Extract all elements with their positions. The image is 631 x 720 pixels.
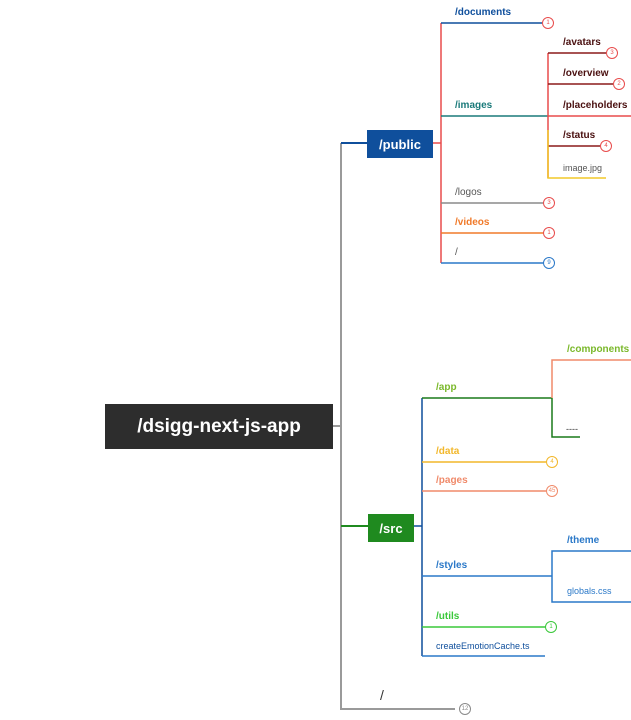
images-node[interactable]: /images [455,100,493,111]
globals-css-node[interactable]: globals.css [567,586,612,596]
connector-components [551,359,631,398]
documents-node[interactable]: /documents [455,7,512,18]
pages-count-badge: 45 [546,485,558,497]
pages-node[interactable]: /pages [436,475,468,486]
styles-node[interactable]: /styles [436,560,468,571]
app-dash-node[interactable]: ---- [566,424,578,434]
overview-node[interactable]: /overview [563,68,609,79]
utils-count-badge: 1 [545,621,557,633]
components-node[interactable]: /components [567,344,630,355]
connector-public-trunk [433,23,442,263]
status-count-badge: 4 [600,140,612,152]
videos-node[interactable]: /videos [455,217,490,228]
connector-globals [551,576,631,603]
avatars-count-badge: 3 [606,47,618,59]
root-node[interactable]: /dsigg-next-js-app [105,404,333,449]
root-slash-count-badge: 12 [459,703,471,715]
src-node[interactable]: /src [368,514,414,542]
avatars-node[interactable]: /avatars [563,37,601,48]
image-jpg-node[interactable]: image.jpg [563,163,603,173]
utils-node[interactable]: /utils [436,611,460,622]
connector-app-dash [551,398,580,438]
data-count-badge: 4 [546,456,558,468]
logos-count-badge: 3 [543,197,555,209]
data-node[interactable]: /data [436,446,460,457]
placeholders-node[interactable]: /placeholders [563,100,628,111]
public-slash-node[interactable]: / [455,247,458,258]
connector-root-trunk [333,143,455,710]
public-slash-count-badge: 9 [543,257,555,269]
app-node[interactable]: /app [436,382,457,393]
connector-image-jpg [547,130,606,179]
emotion-cache-node[interactable]: createEmotionCache.ts [436,641,530,651]
logos-node[interactable]: /logos [455,187,482,198]
public-node[interactable]: /public [367,130,433,158]
status-node[interactable]: /status [563,130,596,141]
connector-src-trunk [414,398,423,656]
documents-count-badge: 1 [542,17,554,29]
videos-count-badge: 1 [543,227,555,239]
root-slash-node[interactable]: / [380,687,384,703]
connector-theme [551,550,631,576]
overview-count-badge: 2 [613,78,625,90]
theme-node[interactable]: /theme [567,535,600,546]
